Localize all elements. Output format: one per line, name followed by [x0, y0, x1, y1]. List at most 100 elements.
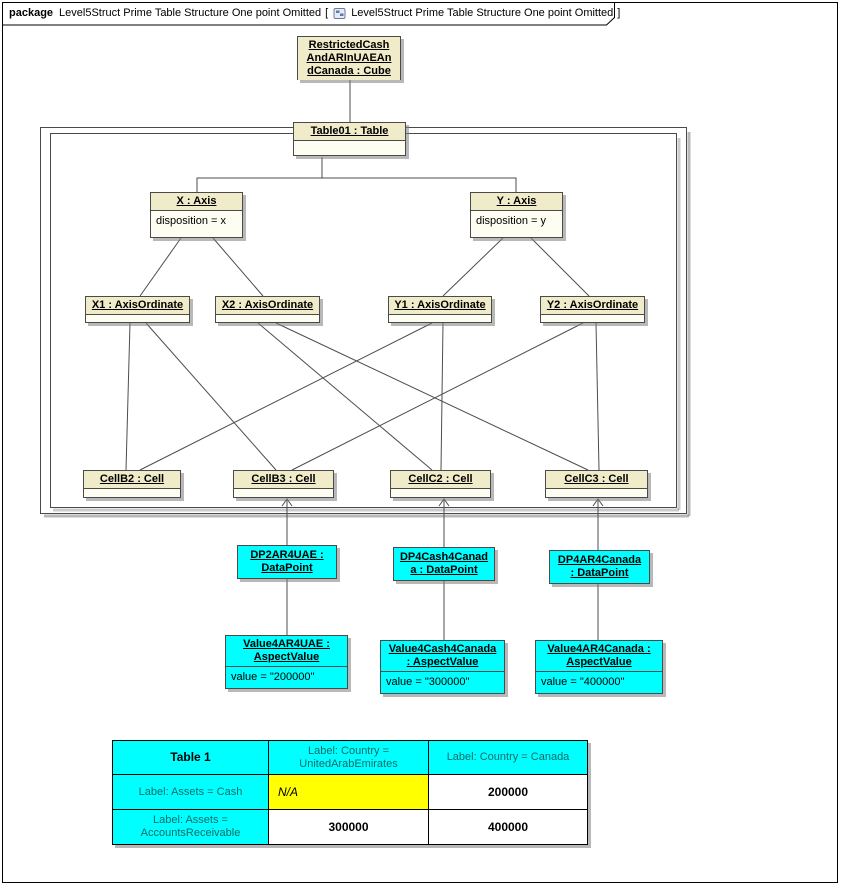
node-name-line: Value4AR4Canada :: [547, 643, 651, 655]
tab-subtitle: Level5Struct Prime Table Structure One p…: [351, 7, 614, 19]
uml-node-x1-ordinate[interactable]: X1 : AxisOrdinate: [85, 296, 190, 323]
node-name-line: DP4Cash4Canad: [399, 551, 489, 563]
node-name: X2 : AxisOrdinate: [216, 297, 319, 314]
uml-node-y1-ordinate[interactable]: Y1 : AxisOrdinate: [388, 296, 492, 323]
uml-node-table01[interactable]: Table01 : Table: [293, 122, 406, 156]
edge-xaxis-x1: [139, 237, 182, 297]
edge-table01-axes: [196, 177, 517, 192]
node-name-line: DP2AR4UAE :: [250, 549, 324, 561]
node-name-line: DP4AR4Canada: [557, 554, 642, 566]
edge-x1-cellB2: [125, 322, 131, 471]
node-name-line: dCanada : Cube: [307, 65, 391, 77]
node-name: CellB2 : Cell: [84, 471, 180, 488]
node-compartment-empty: [391, 488, 490, 497]
node-name-line: X1 : AxisOrdinate: [91, 299, 184, 311]
uml-node-cube[interactable]: RestrictedCash AndARInUAEAn dCanada : Cu…: [297, 36, 401, 80]
node-name: DP4AR4Canada : DataPoint: [550, 551, 649, 583]
uml-node-cell-c2[interactable]: CellC2 : Cell: [390, 470, 491, 498]
uml-node-aspectvalue-ar-canada[interactable]: Value4AR4Canada : AspectValue value = "4…: [535, 640, 663, 694]
node-name-line: X : Axis: [176, 195, 217, 207]
node-name: Y : Axis: [471, 193, 562, 210]
node-name: CellC3 : Cell: [546, 471, 647, 488]
edge-x1-cellB3: [145, 322, 277, 471]
node-name-line: Value4Cash4Canada: [388, 643, 497, 655]
node-name-line: AspectValue: [566, 656, 632, 668]
arrowhead: [592, 498, 604, 507]
node-name-line: DataPoint: [261, 562, 313, 574]
edge-yaxis-y1: [442, 237, 504, 297]
diagram-frame-tab: package Level5Struct Prime Table Structu…: [2, 2, 620, 26]
node-attribute: disposition = x: [151, 210, 242, 237]
node-name: Value4AR4UAE : AspectValue: [226, 636, 347, 666]
node-name-line: Y : Axis: [496, 195, 537, 207]
node-name: X : Axis: [151, 193, 242, 210]
result-table-cell: 200000: [429, 775, 588, 810]
uml-node-datapoint-ar-canada[interactable]: DP4AR4Canada : DataPoint: [549, 550, 650, 584]
tab-bracket-close: ]: [617, 7, 621, 19]
result-table-row-label: Label: Assets = Cash: [113, 775, 269, 810]
uml-node-aspectvalue-ar-uae[interactable]: Value4AR4UAE : AspectValue value = "2000…: [225, 635, 348, 689]
diagram-icon: [333, 7, 346, 20]
node-attribute: disposition = y: [471, 210, 562, 237]
node-name: Table01 : Table: [294, 123, 405, 140]
node-name: CellB3 : Cell: [234, 471, 333, 488]
uml-node-aspectvalue-cash-canada[interactable]: Value4Cash4Canada : AspectValue value = …: [380, 640, 505, 694]
uml-node-cell-b3[interactable]: CellB3 : Cell: [233, 470, 334, 498]
edge-x2-cellC2: [257, 322, 433, 471]
uml-node-x2-ordinate[interactable]: X2 : AxisOrdinate: [215, 296, 320, 323]
edge-y1-cellB2: [139, 322, 433, 471]
arrowhead: [281, 498, 293, 507]
node-name-line: : AspectValue: [406, 656, 479, 668]
node-value: value = "200000": [226, 666, 347, 688]
node-name: Value4Cash4Canada : AspectValue: [381, 641, 504, 671]
uml-node-y-axis[interactable]: Y : Axis disposition = y: [470, 192, 563, 238]
node-compartment-empty: [294, 140, 405, 155]
node-name-line: Y2 : AxisOrdinate: [546, 299, 639, 311]
node-name-line: CellC2 : Cell: [408, 473, 473, 485]
node-compartment-empty: [234, 488, 333, 497]
uml-node-x-axis[interactable]: X : Axis disposition = x: [150, 192, 243, 238]
arrowhead: [438, 498, 450, 507]
edge-x2-cellC3: [275, 322, 589, 471]
node-name: X1 : AxisOrdinate: [86, 297, 189, 314]
node-name-line: AndARInUAEAn: [306, 52, 392, 64]
node-compartment-empty: [389, 314, 491, 322]
node-name: DP2AR4UAE : DataPoint: [238, 546, 336, 578]
edge-xaxis-x2: [212, 237, 264, 297]
edge-y2-cellC3: [595, 322, 600, 471]
node-value: value = "400000": [536, 671, 662, 693]
result-table-cell: 300000: [269, 810, 429, 845]
node-name: RestrictedCash AndARInUAEAn dCanada : Cu…: [298, 37, 400, 80]
tab-title: Level5Struct Prime Table Structure One p…: [59, 7, 322, 19]
node-name: DP4Cash4Canad a : DataPoint: [394, 548, 494, 580]
node-name-line: CellB3 : Cell: [251, 473, 316, 485]
node-name-line: : DataPoint: [570, 567, 629, 579]
node-name-line: CellB2 : Cell: [99, 473, 165, 485]
node-compartment-empty: [546, 488, 647, 497]
node-compartment-empty: [86, 314, 189, 322]
result-table-col-header: Label: Country = Canada: [429, 741, 588, 775]
node-name: CellC2 : Cell: [391, 471, 490, 488]
uml-node-datapoint-cash-canada[interactable]: DP4Cash4Canad a : DataPoint: [393, 547, 495, 581]
result-table[interactable]: Table 1 Label: Country = UnitedArabEmira…: [112, 740, 588, 845]
node-compartment-empty: [84, 488, 180, 497]
result-table-cell-na: N/A: [269, 775, 429, 810]
node-name-line: RestrictedCash: [308, 39, 390, 51]
tab-pentagon-shape: [2, 2, 615, 26]
node-name-line: X2 : AxisOrdinate: [221, 299, 314, 311]
node-name-line: Y1 : AxisOrdinate: [394, 299, 486, 311]
tab-text: package Level5Struct Prime Table Structu…: [9, 2, 620, 24]
node-name-line: AspectValue: [253, 651, 320, 663]
edge-yaxis-y2: [530, 237, 590, 297]
node-name: Value4AR4Canada : AspectValue: [536, 641, 662, 671]
uml-node-datapoint-ar-uae[interactable]: DP2AR4UAE : DataPoint: [237, 545, 337, 579]
node-name: Y1 : AxisOrdinate: [389, 297, 491, 314]
uml-node-cell-c3[interactable]: CellC3 : Cell: [545, 470, 648, 498]
node-compartment-empty: [541, 314, 644, 322]
node-name: Y2 : AxisOrdinate: [541, 297, 644, 314]
node-name-line: CellC3 : Cell: [564, 473, 629, 485]
uml-node-cell-b2[interactable]: CellB2 : Cell: [83, 470, 181, 498]
result-table-cell: 400000: [429, 810, 588, 845]
uml-node-y2-ordinate[interactable]: Y2 : AxisOrdinate: [540, 296, 645, 323]
